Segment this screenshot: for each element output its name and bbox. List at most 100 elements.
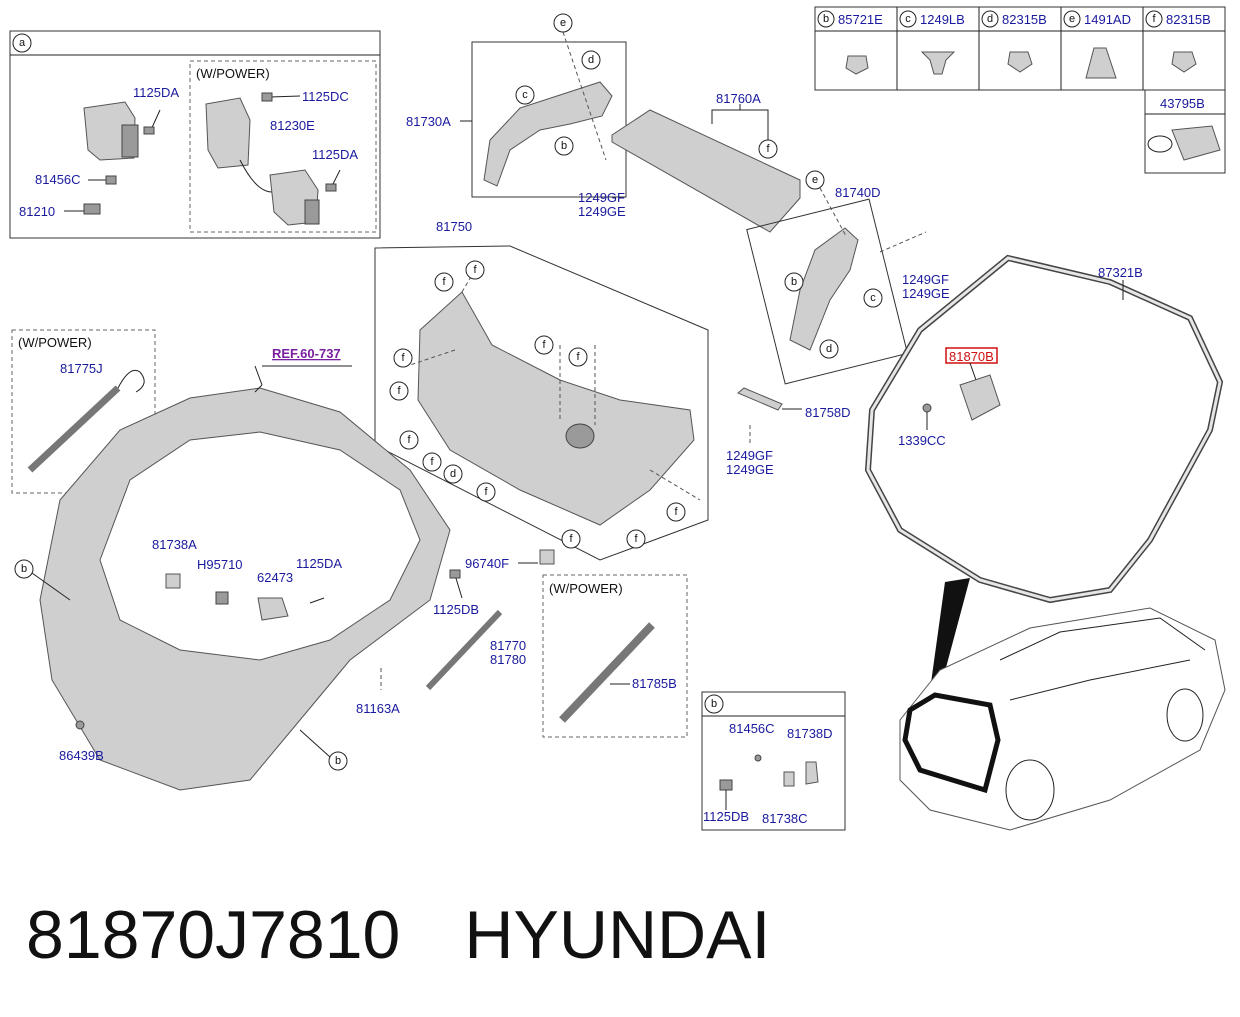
label-81770: 81770: [490, 638, 526, 653]
label-86439B: 86439B: [59, 748, 104, 763]
label-1125DB-b: 1125DB: [703, 809, 749, 824]
label-81758D: 81758D: [805, 405, 851, 420]
vehicle-tailgate-seal: [902, 692, 1001, 794]
callout-f-8: f: [407, 434, 411, 446]
switch-H95710: [215, 591, 229, 605]
label-1249GE-3: 1249GE: [726, 462, 774, 477]
callout-f-4: f: [401, 352, 405, 364]
legend-key-c: c: [905, 13, 911, 25]
pillar-trim-81740D: [789, 227, 859, 351]
callout-c-2: c: [870, 292, 876, 304]
legend-key-b: b: [823, 13, 829, 25]
label-1125DA: 1125DA: [133, 85, 179, 100]
label-81738A: 81738A: [152, 537, 197, 552]
legend-key-f: f: [1152, 13, 1156, 25]
label-81760A: 81760A: [716, 91, 761, 106]
clip-82315B-f-icon: [1171, 51, 1197, 73]
latch-62473: [257, 597, 289, 621]
legend-code-d: 82315B: [1002, 12, 1047, 27]
pillar-trim-81730A: [483, 81, 613, 187]
label-81163A: 81163A: [356, 701, 400, 716]
group-87321B: 87321B 81870B 1339CC: [864, 254, 1224, 604]
callout-f-1: f: [766, 143, 770, 155]
label-1249GF-3: 1249GF: [726, 448, 773, 463]
parts-diagram: a (W/POWER) 1125DA 81456C 81210 1125DC 8…: [9, 6, 1226, 831]
legend-code-b: 85721E: [838, 12, 883, 27]
ref-60-737[interactable]: REF.60-737: [272, 346, 341, 361]
module-81870B: [959, 374, 1001, 421]
vehicle-outline: [899, 578, 1226, 831]
clip-85721E-icon: [845, 55, 869, 75]
power-label-left: (W/POWER): [18, 335, 92, 350]
label-81785B: 81785B: [632, 676, 677, 691]
callout-b-3: b: [21, 563, 27, 575]
clip-1249LB-icon: [920, 51, 956, 75]
label-81456C-b: 81456C: [729, 721, 775, 736]
bumper-81738D: [805, 761, 819, 785]
group-tailgate: REF.60-737 b b 81738A H95710 62473 1125D…: [14, 346, 451, 791]
vehicle-body: [899, 607, 1226, 831]
group-81770: 96740F 1125DB 81770 81780 81163A: [356, 549, 555, 716]
svg-text:a: a: [19, 37, 26, 49]
label-62473: 62473: [257, 570, 293, 585]
label-H95710: H95710: [197, 557, 243, 572]
label-1125DB: 1125DB: [433, 602, 479, 617]
power-label-mid: (W/POWER): [549, 581, 623, 596]
label-1249GE-1: 1249GE: [578, 204, 626, 219]
hinge-power-part: [205, 97, 251, 169]
label-96740F: 96740F: [465, 556, 509, 571]
label-81780: 81780: [490, 652, 526, 667]
bracket-81758D: [737, 387, 783, 411]
box-a: a (W/POWER) 1125DA 81456C 81210 1125DC 8…: [9, 30, 381, 239]
label-81750: 81750: [436, 219, 472, 234]
highlight-81870B: [945, 347, 998, 364]
group-81758D: 81758D 1249GF 1249GE: [726, 387, 851, 477]
label-81870B: 81870B: [949, 349, 994, 364]
label-1249GE-2: 1249GE: [902, 286, 950, 301]
callout-f-10: f: [484, 486, 488, 498]
legend-key-d: d: [987, 13, 993, 25]
group-81740D: e b c d 81740D 1249GF 1249GE: [746, 170, 950, 385]
power-label-a: (W/POWER): [196, 66, 270, 81]
group-81730A: e d c b 81730A 1249GF 1249GE: [406, 13, 627, 219]
callout-f-7: f: [576, 351, 580, 363]
label-1125DC: 1125DC: [302, 89, 349, 104]
callout-c-1: c: [522, 89, 528, 101]
label-81456C: 81456C: [35, 172, 81, 187]
callout-f-5: f: [397, 385, 401, 397]
group-81775J: (W/POWER) 81775J: [11, 329, 156, 494]
clip-81456C-b: [754, 754, 762, 762]
callout-b-box: b: [711, 698, 717, 710]
power-strut-81775J: [27, 385, 121, 473]
callout-f-9: f: [430, 456, 434, 468]
callout-f-6: f: [542, 339, 546, 351]
bumper-81738A: [165, 573, 181, 589]
plug-86439B: [75, 720, 85, 730]
callout-f-11: f: [569, 533, 573, 545]
trim-81760A: [611, 109, 801, 233]
legend-code-c: 1249LB: [920, 12, 965, 27]
group-81760A: f 81760A: [611, 91, 801, 233]
caption-brand: HYUNDAI: [464, 897, 771, 973]
label-81738C: 81738C: [762, 811, 808, 826]
pointer-wedge: [930, 578, 970, 690]
label-87321B: 87321B: [1098, 265, 1143, 280]
callout-e-1: e: [560, 17, 566, 29]
clip-82315B-icon: [1007, 51, 1033, 73]
box-b: b 81456C 81738D 1125DB 81738C: [701, 691, 846, 831]
gas-strut-81770: [425, 609, 503, 691]
legend-key-e: e: [1069, 13, 1075, 25]
callout-f-3: f: [473, 264, 477, 276]
label-81230E: 81230E: [270, 118, 315, 133]
legend-code-f: 82315B: [1166, 12, 1211, 27]
callout-b-2: b: [791, 276, 797, 288]
power-strut-81785B: [559, 622, 655, 723]
callout-f-13: f: [674, 506, 678, 518]
label-81740D: 81740D: [835, 185, 881, 200]
fastener-legend: b 85721E c 1249LB d 82315B e 1491AD f 82…: [814, 6, 1226, 174]
callout-e-2: e: [812, 174, 818, 186]
callout-d-2: d: [826, 343, 832, 355]
group-81750: f f f f f f f f d f f f f 81750: [374, 219, 709, 561]
label-1125DA-power: 1125DA: [312, 147, 358, 162]
